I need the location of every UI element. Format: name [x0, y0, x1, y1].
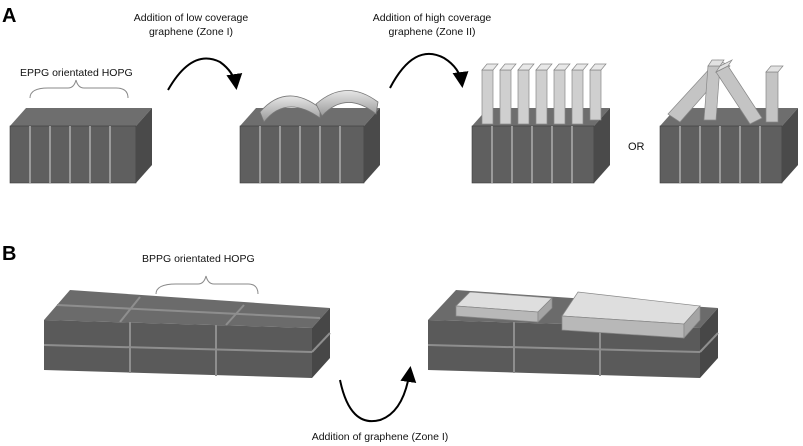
brace-bppg: [155, 275, 259, 295]
arrow-step-2: [389, 52, 469, 89]
flat-graphene-sheets: [455, 291, 701, 339]
step2-caption-line1: Addition of high coverage: [373, 12, 492, 24]
arrow-step-1: [167, 57, 243, 91]
tilted-graphene-sheets: [667, 59, 784, 125]
or-label: OR: [628, 141, 645, 153]
panel-a-label: A: [2, 5, 16, 27]
step2-caption-line2: graphene (Zone II): [389, 26, 476, 38]
vertical-graphene-sheets: [481, 63, 607, 125]
eppg-hopg-block-3: [471, 108, 610, 184]
arrow-step-b: [339, 366, 417, 423]
curved-graphene-sheets: [259, 90, 379, 123]
eppg-hopg-block-1: [9, 108, 152, 184]
brace-epp: [29, 79, 129, 99]
step1-caption-line1: Addition of low coverage: [134, 12, 249, 24]
step1-caption-line2: graphene (Zone I): [149, 26, 233, 38]
eppg-hopg-block-4: [659, 108, 798, 184]
bppg-substrate-label: BPPG orientated HOPG: [142, 253, 255, 265]
eppg-hopg-block-2: [239, 108, 380, 184]
panel-b-label: B: [2, 243, 16, 265]
epp-substrate-label: EPPG orientated HOPG: [20, 67, 133, 79]
bppg-hopg-block-1: [43, 290, 331, 378]
panel-b-caption: Addition of graphene (Zone I): [312, 431, 449, 443]
